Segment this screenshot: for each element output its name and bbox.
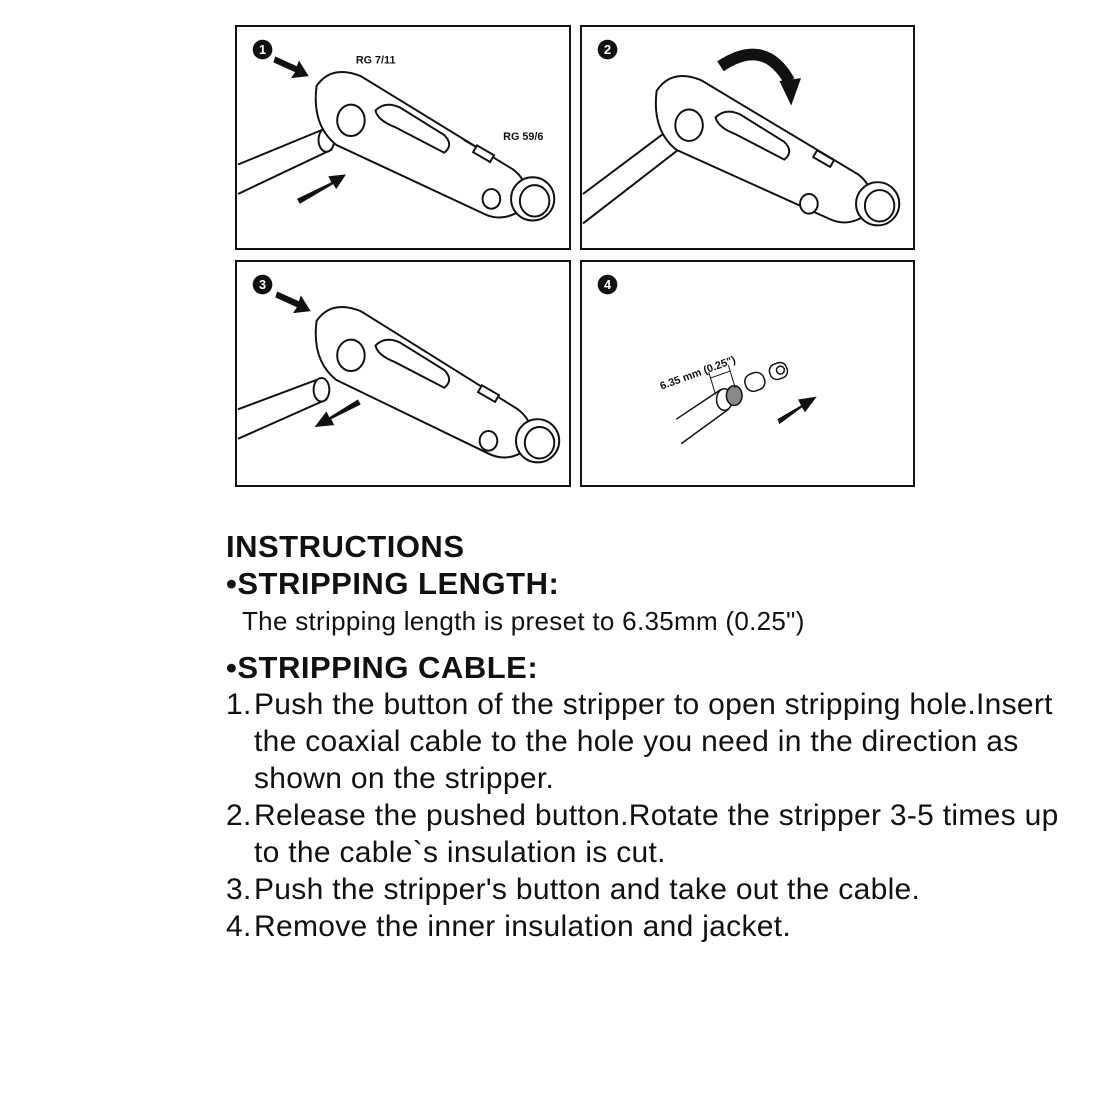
step-item: 3.Push the stripper's button and take ou… — [226, 873, 921, 906]
step-number-badge: 1 — [252, 39, 273, 60]
instructions-title: INSTRUCTIONS — [226, 529, 465, 564]
step-item: 1.Push the button of the stripper to ope… — [226, 688, 1053, 795]
stripper-tool — [314, 305, 561, 464]
remove-arrow — [275, 291, 361, 428]
stripper-tool — [654, 75, 901, 227]
svg-text:2: 2 — [604, 42, 611, 57]
rg-7-11-label: RG 7/11 — [356, 54, 396, 66]
insert-arrow — [777, 396, 817, 425]
instructions-section: INSTRUCTIONS •STRIPPING LENGTH: The stri… — [226, 528, 1086, 945]
step-item: 4.Remove the inner insulation and jacket… — [226, 910, 792, 943]
stripper-remove-illustration: 3 — [237, 274, 561, 464]
stripper-insert-illustration: 1 RG 7/11 RG 59/6 — [237, 39, 556, 222]
stripper-rotate-illustration: 2 — [582, 39, 901, 227]
illustration-panel-3: 3 — [235, 260, 571, 487]
svg-text:3: 3 — [259, 277, 266, 292]
stripping-length-heading: •STRIPPING LENGTH: — [226, 566, 560, 601]
dimension-marker — [708, 365, 736, 395]
step-number-badge: 2 — [597, 39, 618, 60]
stripping-steps-list: 1.Push the button of the stripper to ope… — [226, 686, 1086, 945]
insert-arrow — [273, 56, 347, 204]
stripped-cable-illustration: 4 6.35 mm (0.25") — [597, 274, 817, 445]
illustration-panel-4: 4 6.35 mm (0.25") — [580, 260, 915, 487]
rg-59-6-label: RG 59/6 — [503, 131, 543, 143]
coaxial-cable — [675, 361, 789, 445]
stripping-cable-heading: •STRIPPING CABLE: — [226, 650, 539, 685]
step-item: 2.Release the pushed button.Rotate the s… — [226, 799, 1059, 869]
rotate-arrow — [717, 48, 802, 106]
svg-text:1: 1 — [259, 42, 266, 57]
step-number-badge: 3 — [252, 274, 273, 295]
dimension-label: 6.35 mm (0.25") — [658, 354, 737, 393]
illustration-panel-1: 1 RG 7/11 RG 59/6 — [235, 25, 571, 250]
illustration-panel-2: 2 — [580, 25, 915, 250]
svg-text:4: 4 — [604, 277, 612, 292]
stripping-length-text: The stripping length is preset to 6.35mm… — [242, 606, 805, 636]
step-number-badge: 4 — [597, 274, 618, 295]
stripper-tool — [314, 70, 556, 222]
